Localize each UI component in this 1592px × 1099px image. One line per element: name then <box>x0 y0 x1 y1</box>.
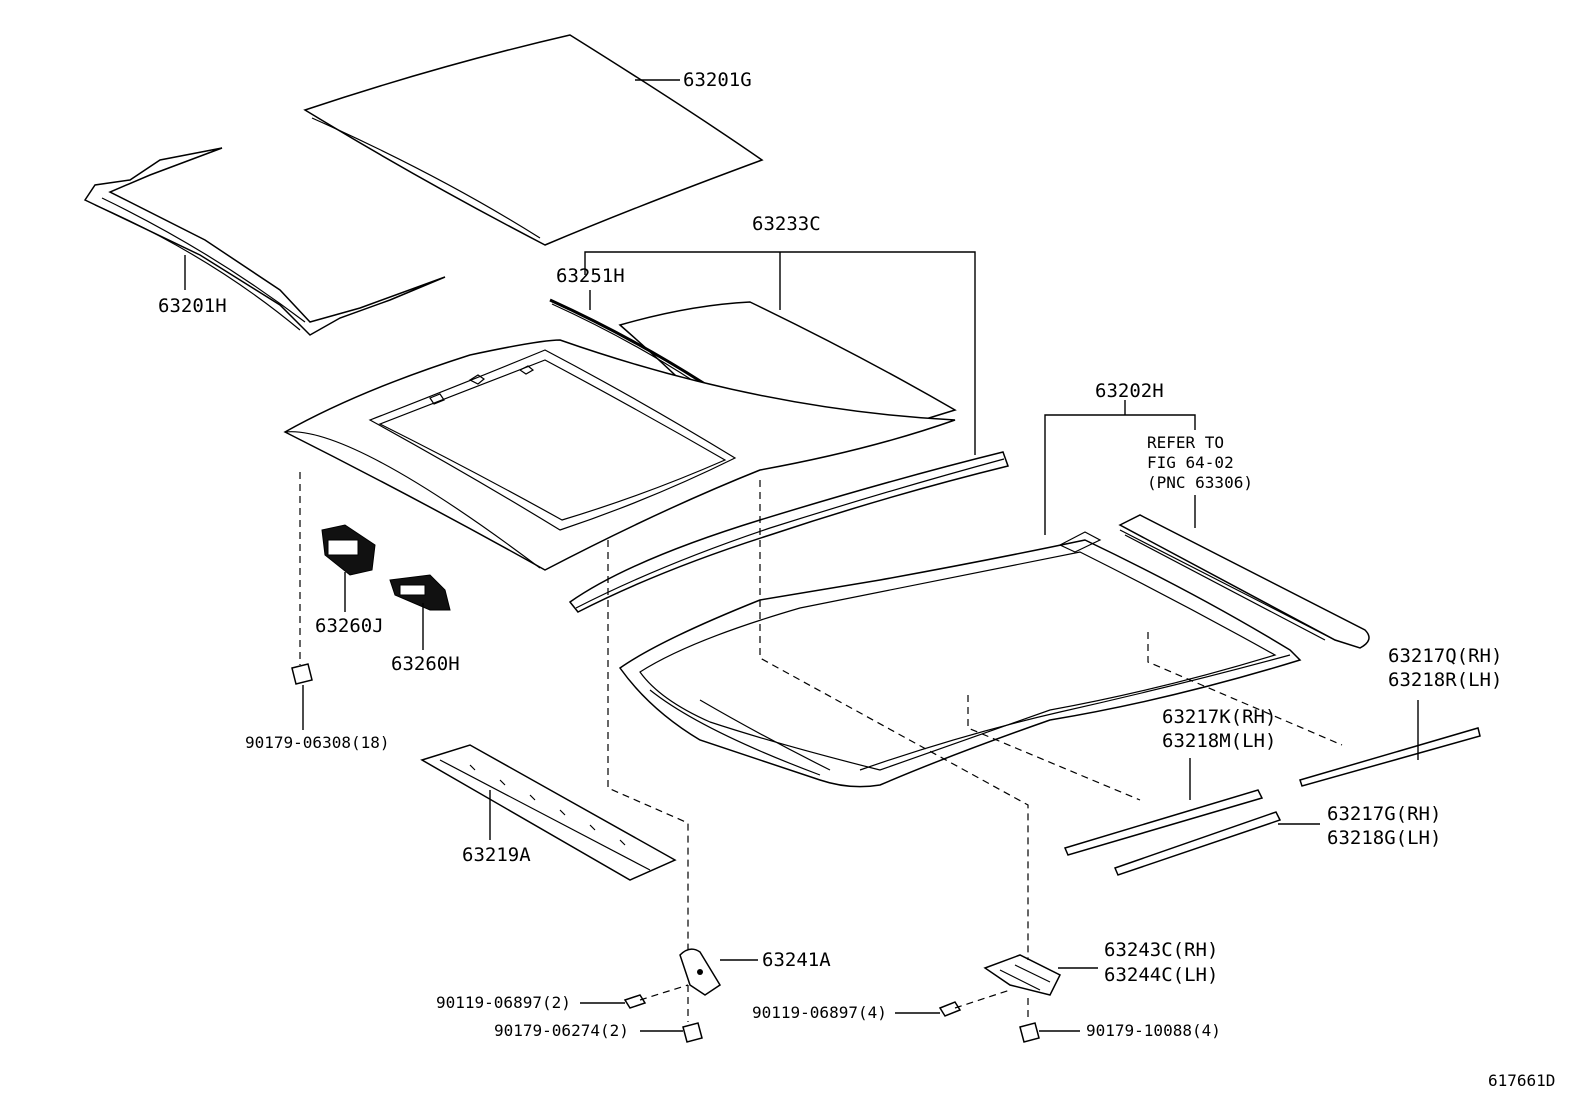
label-63218R: 63218R(LH) <box>1388 669 1502 691</box>
label-63260H: 63260H <box>391 653 460 675</box>
roof-frame-63201H <box>83 147 446 336</box>
label-63202H: 63202H <box>1095 380 1164 402</box>
bolt-90119-06897-4 <box>938 1001 962 1017</box>
motor-63260J <box>321 524 376 576</box>
label-refer-line1: REFER TO <box>1147 433 1224 452</box>
label-63217G: 63217G(RH) <box>1327 803 1441 825</box>
bolt-90119-06897-2 <box>623 994 647 1009</box>
nut-90179-06308 <box>291 663 313 685</box>
label-90179-10088: 90179-10088(4) <box>1086 1021 1221 1040</box>
label-63201G: 63201G <box>683 69 752 91</box>
label-90179-06308: 90179-06308(18) <box>245 733 390 752</box>
callout-labels: 63201G 63201H 63233C 63251H 63202H REFER… <box>158 69 1555 1090</box>
sunroof-housing-63202H <box>618 531 1302 788</box>
label-63217K: 63217K(RH) <box>1162 706 1276 728</box>
roof-panel-opening <box>283 339 956 571</box>
label-63244C: 63244C(LH) <box>1104 964 1218 986</box>
label-63260J: 63260J <box>315 615 384 637</box>
strip-63217K <box>1063 789 1264 856</box>
label-63243C: 63243C(RH) <box>1104 939 1218 961</box>
nut-90179-06274 <box>682 1022 703 1043</box>
label-63217Q: 63217Q(RH) <box>1388 645 1502 667</box>
label-63219A: 63219A <box>462 844 531 866</box>
label-63233C: 63233C <box>752 213 821 235</box>
sunshade-roller <box>1118 514 1370 649</box>
diagram-id: 617661D <box>1488 1071 1555 1090</box>
assembly-dashed-lines <box>299 472 1343 1022</box>
label-90119-06897-2: 90119-06897(2) <box>436 993 571 1012</box>
label-refer-line3: (PNC 63306) <box>1147 473 1253 492</box>
label-90119-06897-4: 90119-06897(4) <box>752 1003 887 1022</box>
roof-side-rail <box>568 451 1009 613</box>
label-63218M: 63218M(LH) <box>1162 730 1276 752</box>
label-63218G: 63218G(LH) <box>1327 827 1441 849</box>
nut-90179-10088 <box>1019 1022 1040 1043</box>
reinforcement-63219A <box>420 744 677 881</box>
roof-panel-63201G <box>303 34 764 246</box>
label-63251H: 63251H <box>556 265 625 287</box>
label-refer-line2: FIG 64-02 <box>1147 453 1234 472</box>
bracket-63241A <box>679 948 722 996</box>
label-63201H: 63201H <box>158 295 227 317</box>
leader-lines <box>184 79 1419 1032</box>
strip-63217Q <box>1299 727 1481 787</box>
strip-63217G <box>1113 811 1282 876</box>
bracket-63243C <box>983 954 1062 996</box>
label-63241A: 63241A <box>762 949 831 971</box>
label-90179-06274: 90179-06274(2) <box>494 1021 629 1040</box>
motor-63260H <box>389 574 451 611</box>
